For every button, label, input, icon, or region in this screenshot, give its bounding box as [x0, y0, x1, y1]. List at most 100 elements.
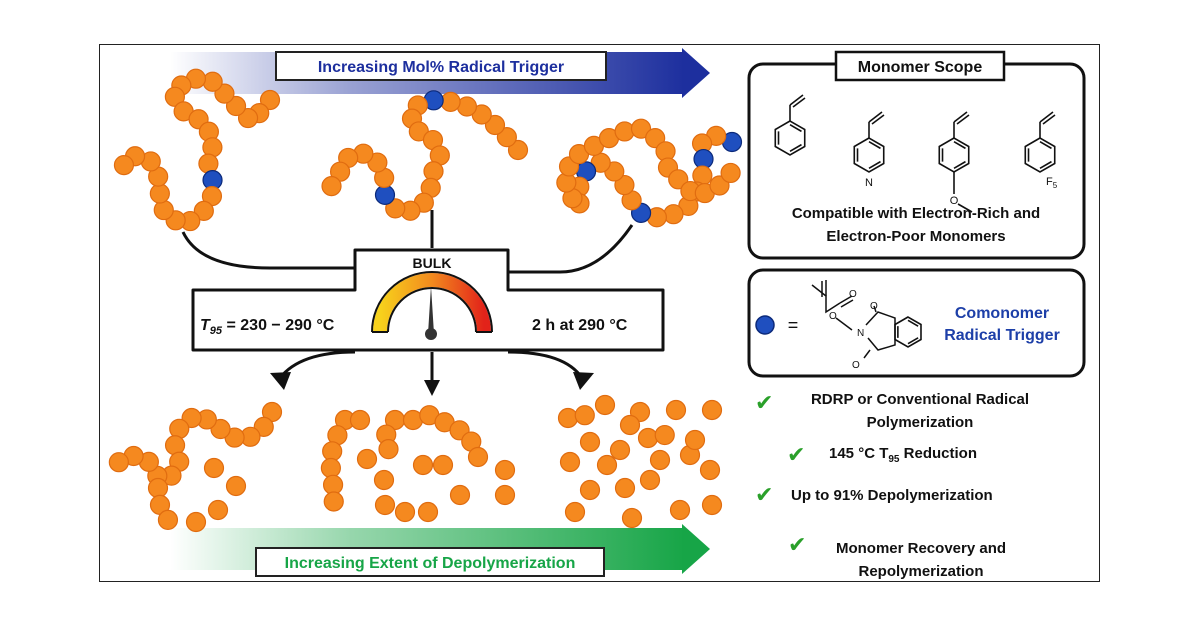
monomer-bead	[449, 484, 471, 506]
monomer-bead	[322, 441, 343, 462]
monomer-bead	[225, 95, 247, 117]
monomer-bead	[564, 501, 586, 523]
monomer-bead	[203, 457, 225, 479]
monomer-bead	[225, 475, 247, 497]
check-icon: ✔	[787, 442, 805, 467]
monomer-scope-title: Monomer Scope	[858, 59, 983, 76]
trigger-ester-o: O	[829, 311, 837, 322]
trigger-imide-o2: O	[852, 360, 860, 371]
monomer-bead	[153, 199, 174, 221]
monomer-bead	[596, 454, 618, 476]
monomer-bead	[467, 446, 489, 468]
monomer-bead	[507, 139, 529, 161]
monomer-bead	[579, 431, 601, 453]
monomer-bead	[157, 509, 179, 530]
monomer-bead	[378, 439, 399, 460]
monomer-bead	[494, 459, 516, 481]
monomer-bead	[374, 494, 396, 516]
monomer-bead	[321, 175, 342, 197]
monomer-bead	[385, 198, 406, 219]
trigger-imide-o1: O	[870, 301, 878, 312]
check-icon: ✔	[788, 532, 806, 557]
monomer-bead	[630, 118, 652, 139]
monomer-bead	[185, 511, 207, 533]
monomer-bead	[356, 448, 378, 470]
monomer-bead	[614, 174, 635, 196]
monomer-bead	[394, 501, 416, 523]
comonomer-line-1: Comonomer	[955, 305, 1049, 322]
monomer-bead	[484, 114, 506, 136]
legend-equals: =	[788, 315, 799, 335]
monomer-bead	[113, 154, 135, 176]
benefit-4-line-2: Repolymerization	[858, 563, 983, 580]
monomer-bead	[147, 477, 169, 499]
top-arrow-label: Increasing Mol% Radical Trigger	[318, 59, 564, 76]
trigger-bead-icon	[755, 315, 775, 335]
monomer-bead	[259, 89, 281, 111]
trigger-n: N	[857, 328, 864, 339]
methoxy-o-label: O	[950, 195, 959, 207]
monomer-bead	[609, 439, 631, 461]
trigger-carbonyl-o: O	[849, 289, 857, 300]
benefit-3: Up to 91% Depolymerization	[791, 487, 993, 504]
pentafluoro-label: F5	[1046, 176, 1058, 190]
comonomer-line-2: Radical Trigger	[944, 327, 1060, 344]
monomer-bead	[496, 127, 517, 148]
compatible-line-2: Electron-Poor Monomers	[826, 228, 1005, 245]
monomer-bead	[417, 501, 439, 523]
monomer-bead	[720, 162, 741, 184]
monomer-bead	[423, 161, 444, 182]
check-icon: ✔	[755, 482, 773, 507]
monomer-bead	[594, 394, 616, 416]
monomer-bead	[649, 449, 671, 471]
figure-frame	[99, 44, 1100, 582]
monomer-bead	[665, 399, 687, 421]
t95-range: T95 = 230 − 290 °C	[200, 317, 335, 337]
top-arrow-label-box	[275, 51, 607, 81]
bottom-arrow-label: Increasing Extent of Depolymerization	[285, 555, 576, 572]
down-arrows	[270, 350, 594, 396]
monomer-bead	[621, 507, 643, 529]
monomer-bead	[701, 399, 723, 421]
monomer-bead	[412, 454, 434, 476]
monomer-bead	[108, 452, 129, 473]
trigger-structure	[811, 280, 922, 359]
benefit-2: 145 °C T95 Reduction	[829, 445, 977, 465]
check-icon: ✔	[755, 390, 773, 415]
monomer-bead	[373, 469, 395, 491]
monomer-bead	[701, 494, 723, 516]
monomer-bead	[164, 435, 186, 456]
monomer-bead	[668, 169, 689, 190]
monomer-bead	[210, 418, 231, 440]
benefit-1-line-2: Polymerization	[867, 414, 974, 431]
monomer-bead	[645, 128, 666, 149]
monomer-bead	[614, 477, 636, 499]
monomer-bead	[654, 424, 675, 446]
monomer-bead	[639, 469, 661, 491]
monomer-bead	[202, 71, 223, 92]
monomer-bead	[193, 200, 214, 221]
monomer-bead	[440, 91, 461, 112]
monomer-bead	[614, 121, 635, 142]
comonomer-box	[747, 268, 1086, 378]
conditions-panel	[191, 248, 665, 352]
bulk-label: BULK	[413, 255, 452, 271]
benefit-1-line-1: RDRP or Conventional Radical	[811, 391, 1029, 408]
polymer-chains	[108, 68, 743, 533]
monomer-bead	[619, 414, 641, 436]
monomer-bead	[557, 407, 579, 429]
monomer-bead	[684, 429, 706, 451]
monomer-bead	[669, 499, 691, 521]
bottom-arrow-label-box	[255, 547, 605, 577]
connector-lines	[181, 210, 634, 274]
monomer-bead	[637, 427, 659, 449]
monomer-scope-title-box	[834, 50, 1006, 82]
benefit-4-line-1: Monomer Recovery and	[836, 540, 1006, 557]
monomer-bead	[349, 409, 371, 431]
condition-time: 2 h at 290 °C	[532, 317, 628, 334]
benefits-list: ✔ RDRP or Conventional Radical Polymeriz…	[755, 390, 1029, 580]
monomer-bead	[663, 204, 684, 225]
monomer-bead	[559, 451, 581, 473]
pyridine-n-label: N	[865, 177, 873, 189]
